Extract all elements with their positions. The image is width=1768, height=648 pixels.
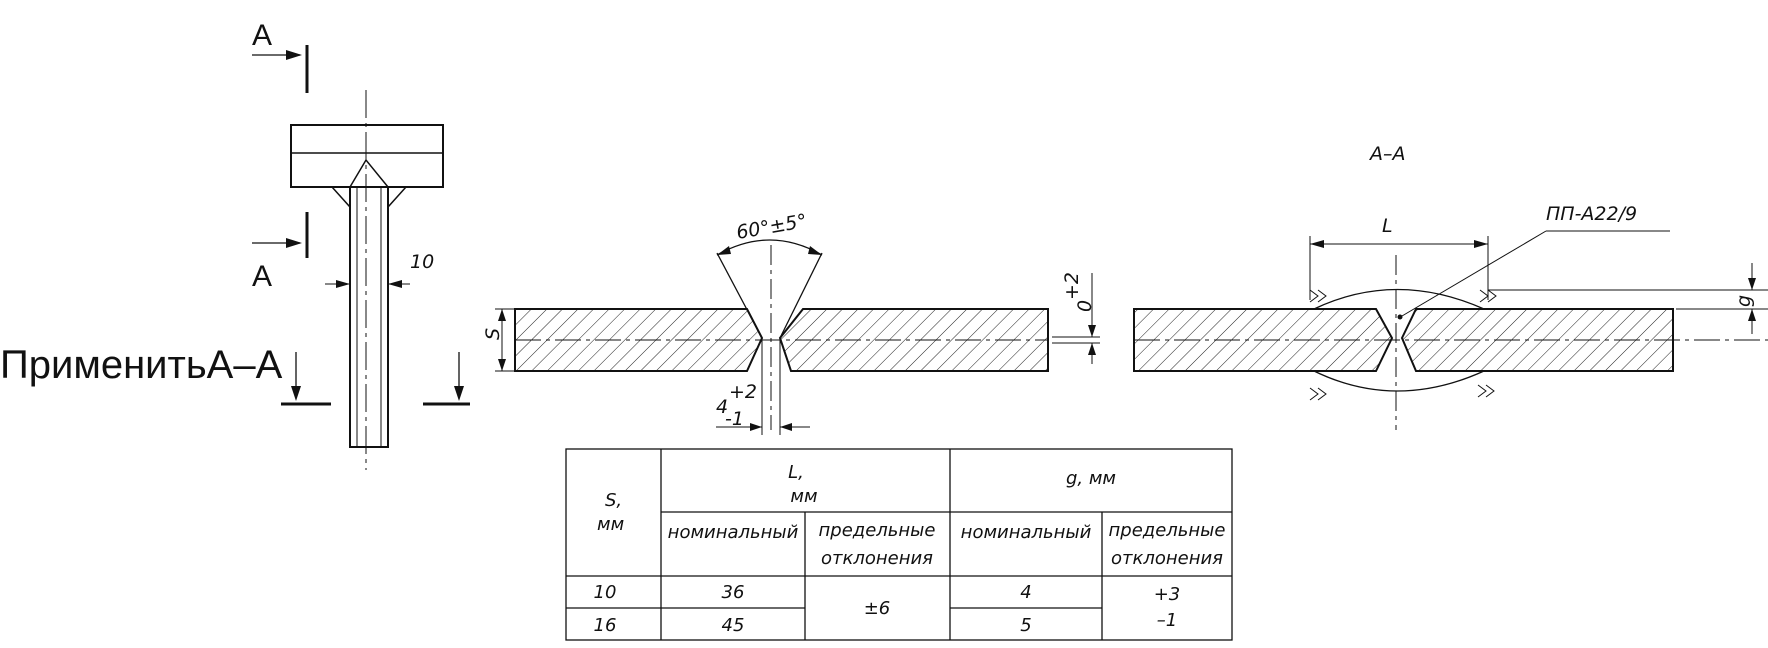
svg-text:0: 0	[1074, 300, 1096, 312]
weld-reinforcement-top	[1313, 288, 1485, 310]
g-tolerance-plus: +3	[1154, 584, 1181, 605]
offset-dimension	[1052, 273, 1100, 364]
section-letter-top: A	[252, 19, 272, 52]
fillet-weld-left	[330, 186, 351, 209]
row-2-s: 16	[594, 615, 617, 636]
dimension-10-label: 10	[410, 251, 434, 273]
header-l-unit: мм	[790, 486, 817, 507]
limits-l-2: отклонения	[821, 548, 933, 569]
header-l: L,	[788, 462, 804, 483]
apply-section-arrows	[281, 352, 470, 406]
row-1-s: 10	[594, 582, 617, 603]
nominal-l: номинальный	[668, 522, 799, 543]
length-label: L	[1382, 215, 1393, 237]
middle-view	[495, 239, 1100, 435]
right-plate	[778, 308, 1049, 372]
limits-g-1: предельные	[1109, 520, 1226, 541]
fusion-ticks	[1309, 289, 1497, 401]
flange-plate	[290, 124, 444, 188]
height-label: g	[1733, 295, 1755, 307]
thickness-dimension	[495, 308, 515, 372]
length-dimension	[1309, 236, 1489, 300]
header-s: S,	[605, 490, 622, 511]
svg-text:+2: +2	[1061, 272, 1083, 300]
filler-leader	[1397, 230, 1670, 320]
limits-g-2: отклонения	[1111, 548, 1223, 569]
section-title: A–A	[1368, 143, 1406, 165]
section-marker-bottom	[252, 212, 309, 258]
svg-text:-1: -1	[725, 408, 744, 430]
apply-section-label: ПрименитьA–A	[0, 343, 283, 387]
angle-label: 60°±5°	[735, 210, 809, 244]
weld-bevel	[349, 158, 389, 188]
table-text: S, мм L, мм g, мм номинальный предельные…	[594, 462, 1226, 636]
gap-dimension	[716, 338, 810, 435]
offset-label: 0 +2	[1061, 272, 1096, 312]
dimension-10	[325, 280, 410, 288]
left-view	[252, 45, 470, 470]
header-s-unit: мм	[597, 514, 624, 535]
height-dimension	[1488, 263, 1768, 334]
filler-label: ПП-А22/9	[1546, 203, 1637, 225]
limits-l-1: предельные	[819, 520, 936, 541]
weld-reinforcement-bottom	[1313, 370, 1485, 392]
svg-text:4: 4	[716, 396, 728, 418]
stem-plate	[349, 186, 389, 448]
thickness-label: S	[482, 328, 504, 340]
row-1-l: 36	[722, 582, 745, 603]
row-2-l: 45	[722, 615, 745, 636]
section-letter-bottom: A	[252, 260, 272, 293]
svg-text:+2: +2	[729, 381, 757, 403]
header-g: g, мм	[1066, 468, 1116, 489]
angle-arc	[716, 239, 823, 256]
gap-label: 4 +2 -1	[716, 381, 757, 430]
l-tolerance: ±6	[864, 598, 891, 619]
dimension-table	[565, 448, 1233, 641]
right-view	[1133, 230, 1768, 430]
g-tolerance-minus: –1	[1157, 610, 1177, 631]
row-2-g: 5	[1020, 615, 1031, 636]
row-1-g: 4	[1020, 582, 1031, 603]
section-marker-top	[252, 45, 309, 93]
nominal-g: номинальный	[961, 522, 1092, 543]
fillet-weld-right	[387, 186, 408, 209]
